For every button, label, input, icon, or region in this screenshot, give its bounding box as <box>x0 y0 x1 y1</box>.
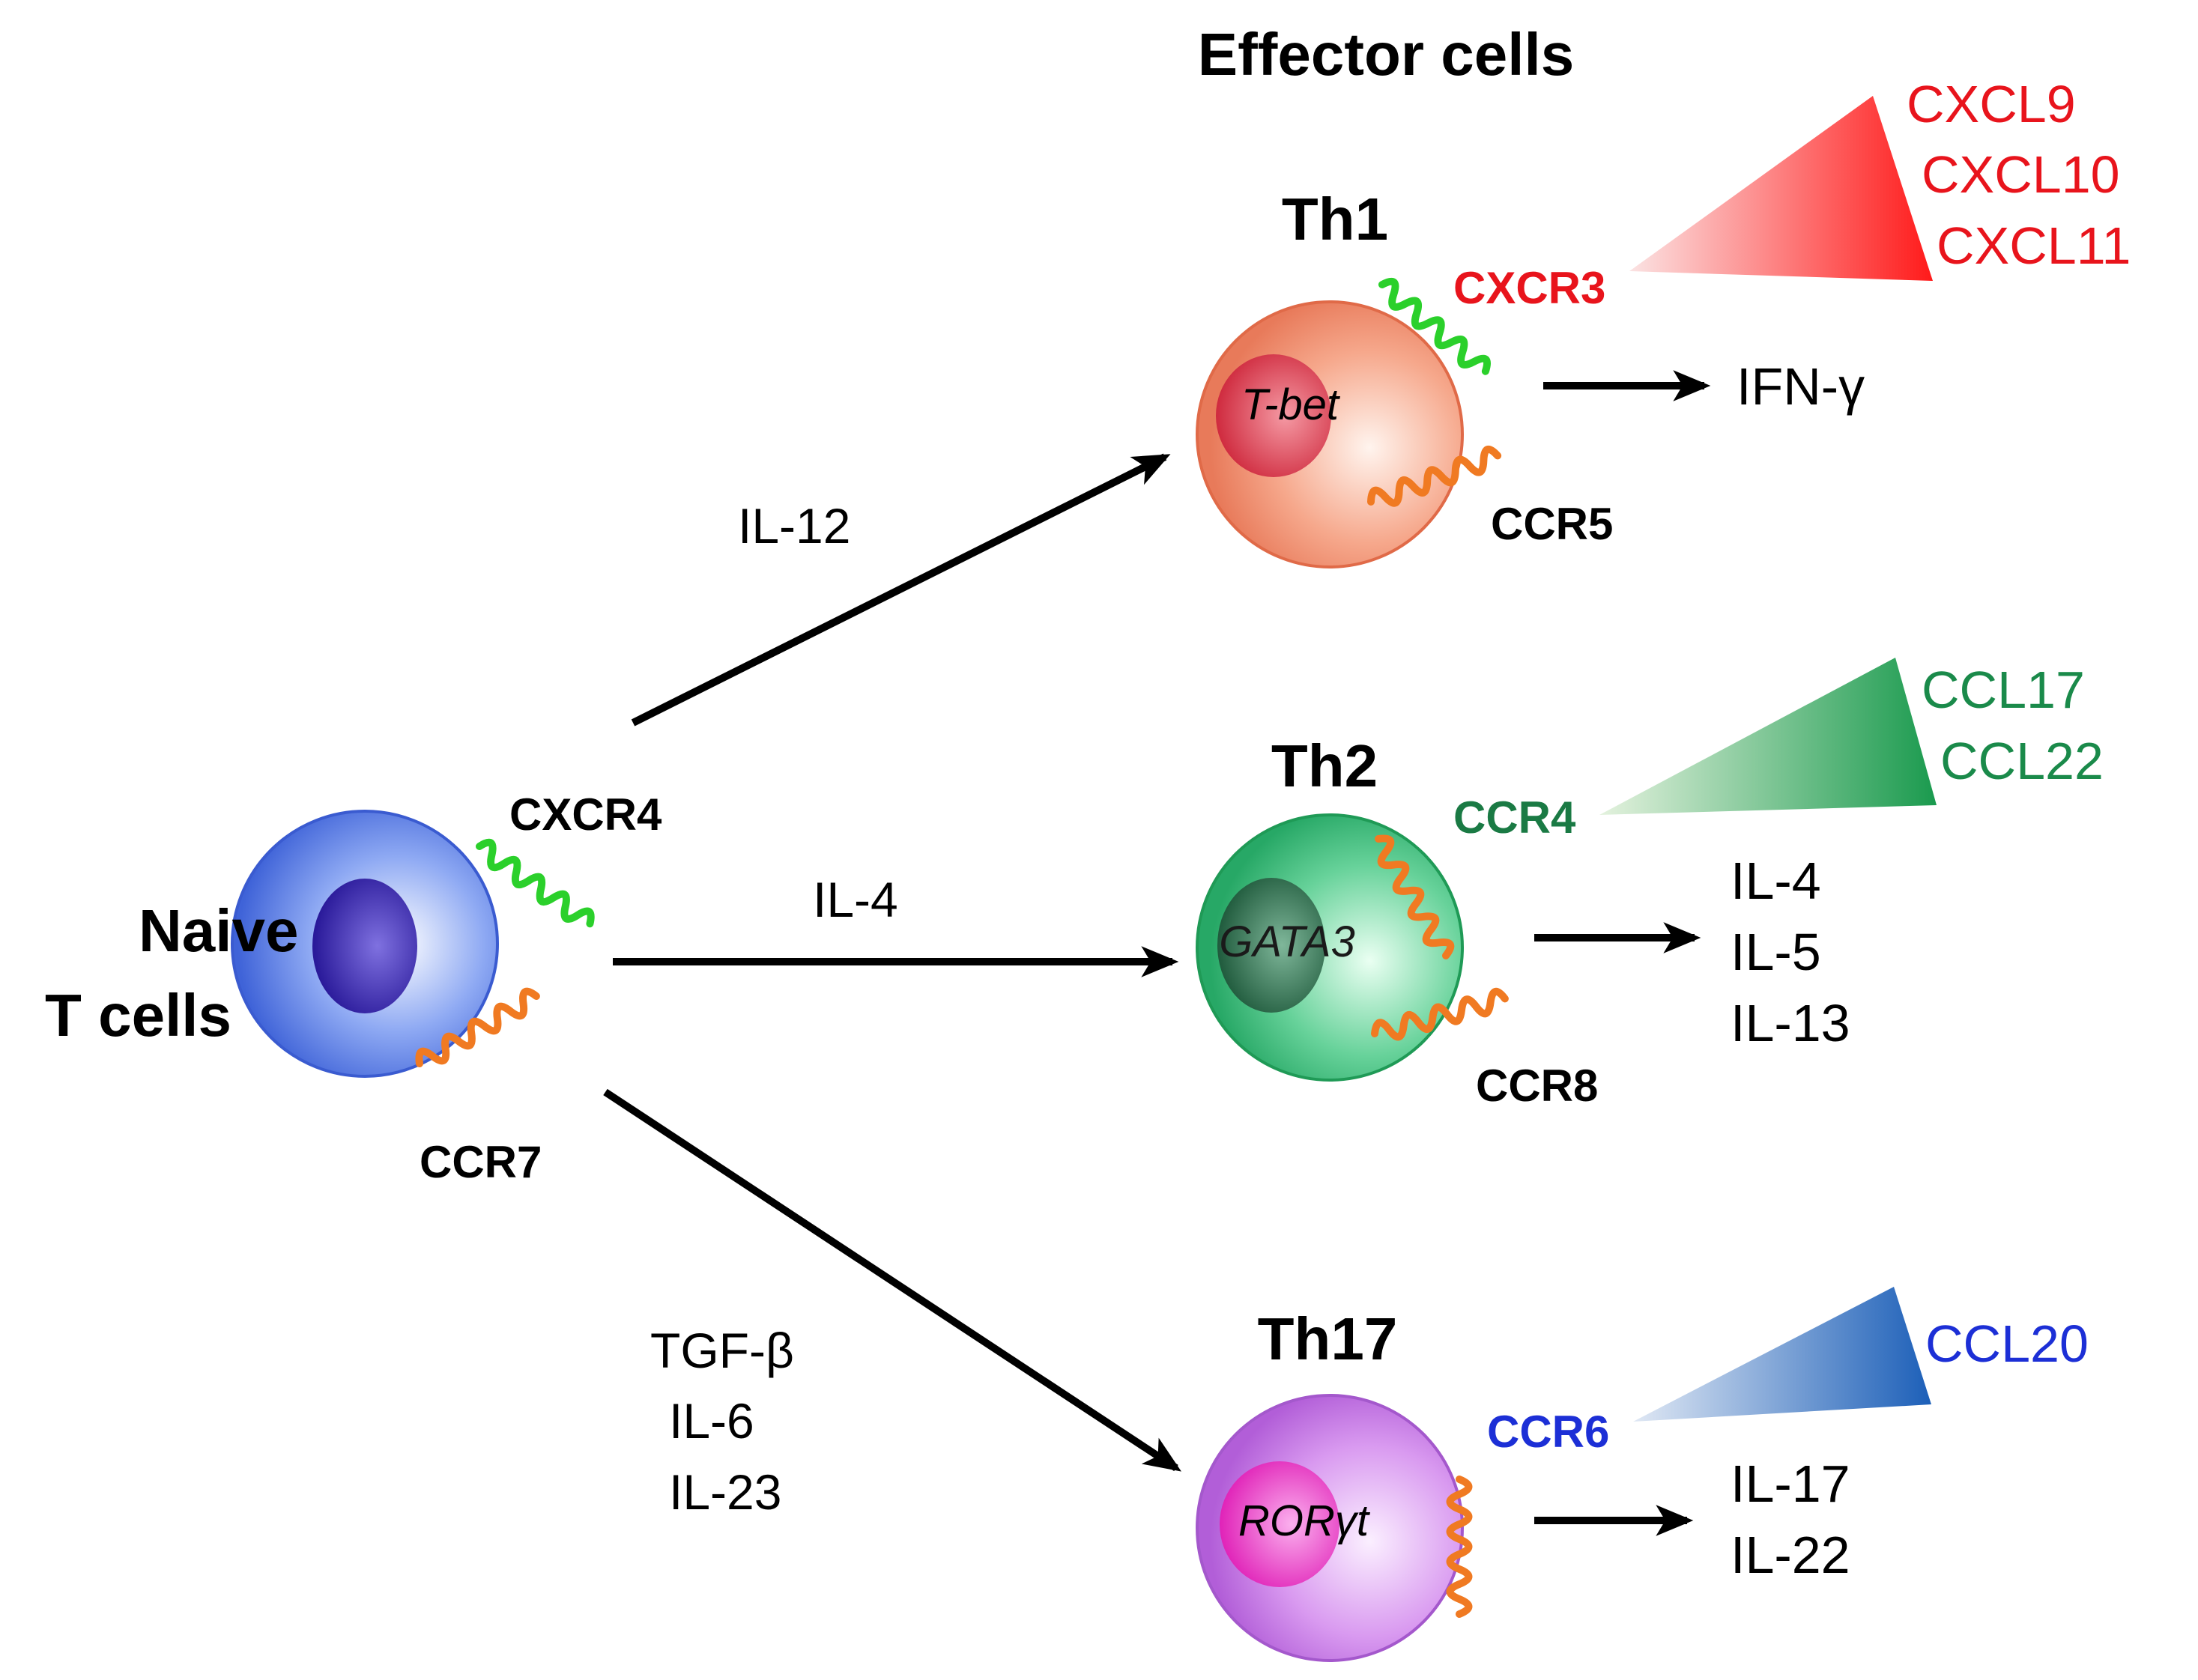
th1-chemokine-1: CXCL9 <box>1907 75 2076 133</box>
ccr4-receptor-icon <box>1375 834 1455 959</box>
th17-cytokine-2: IL-22 <box>1731 1526 1850 1584</box>
inducer-il23: IL-23 <box>669 1464 781 1520</box>
cxcr3-label: CXCR3 <box>1453 263 1605 313</box>
naive-cell-nucleus <box>312 879 417 1013</box>
th1-tf-label: T-bet <box>1241 380 1341 429</box>
inducer-il4: IL-4 <box>813 872 898 927</box>
th2-cytokine-3: IL-13 <box>1731 994 1850 1052</box>
th2-chemokine-1: CCL17 <box>1922 661 2085 719</box>
th1-nucleus <box>1216 354 1331 477</box>
th2-tf-label: GATA3 <box>1219 918 1355 966</box>
th17-cytokine-1: IL-17 <box>1731 1455 1850 1513</box>
th17-label: Th17 <box>1258 1306 1398 1372</box>
ccr6-label: CCR6 <box>1487 1407 1609 1457</box>
naive-t-cell: Naive T cells CXCR4 CCR7 <box>45 789 662 1187</box>
th17-cell-group: RORγt Th17 CCR6 CCL20 IL-17 IL-22 <box>1196 1287 2089 1662</box>
th2-cytokine-1: IL-4 <box>1731 852 1821 910</box>
ccr7-receptor-icon <box>415 987 540 1067</box>
ccr5-receptor-icon <box>1367 445 1502 507</box>
inducer-il12: IL-12 <box>738 498 850 554</box>
th2-cytokine-2: IL-5 <box>1731 923 1821 981</box>
th17-chemokine-wedge <box>1633 1287 1931 1422</box>
inducer-il6: IL-6 <box>669 1393 754 1449</box>
ccr4-label: CCR4 <box>1453 792 1576 843</box>
title-effector-cells: Effector cells <box>1198 21 1574 88</box>
th1-chemokine-3: CXCL11 <box>1937 216 2131 275</box>
th2-nucleus <box>1217 878 1325 1013</box>
th1-label: Th1 <box>1282 186 1388 252</box>
th17-nucleus <box>1220 1461 1339 1587</box>
th17-chemokine-1: CCL20 <box>1925 1314 2089 1373</box>
cxcr4-receptor-icon <box>476 838 595 928</box>
arrow-naive-to-th1 <box>631 453 1171 727</box>
cxcr3-receptor-icon <box>1378 277 1492 375</box>
th2-chemokine-wedge <box>1599 658 1937 815</box>
th1-chemokine-2: CXCL10 <box>1922 145 2120 204</box>
cxcr4-label: CXCR4 <box>509 789 662 840</box>
th1-cytokine-1: IFN-γ <box>1737 357 1865 416</box>
ccr5-label: CCR5 <box>1491 499 1613 549</box>
ccr7-label: CCR7 <box>420 1137 542 1187</box>
ccr8-receptor-icon <box>1371 987 1509 1041</box>
inducer-tgfb: TGF-β <box>650 1323 794 1378</box>
naive-label-line1: Naive <box>139 897 298 964</box>
th2-cell-group: GATA3 Th2 CCR4 CCR8 CCL17 CCL22 IL-4 IL-… <box>1196 658 2104 1111</box>
th1-cell-group: T-bet Th1 CXCR3 CCR5 CXCL9 CXCL10 CXCL11… <box>1196 75 2131 568</box>
arrow-naive-to-th17 <box>603 1088 1181 1472</box>
th2-chemokine-2: CCL22 <box>1940 732 2104 790</box>
th1-chemokine-wedge <box>1629 96 1933 281</box>
naive-label-line2: T cells <box>45 982 231 1049</box>
th2-label: Th2 <box>1271 733 1378 799</box>
ccr8-label: CCR8 <box>1476 1061 1598 1111</box>
ccr6-receptor-icon <box>1446 1476 1473 1618</box>
th17-tf-label: RORγt <box>1238 1496 1371 1545</box>
